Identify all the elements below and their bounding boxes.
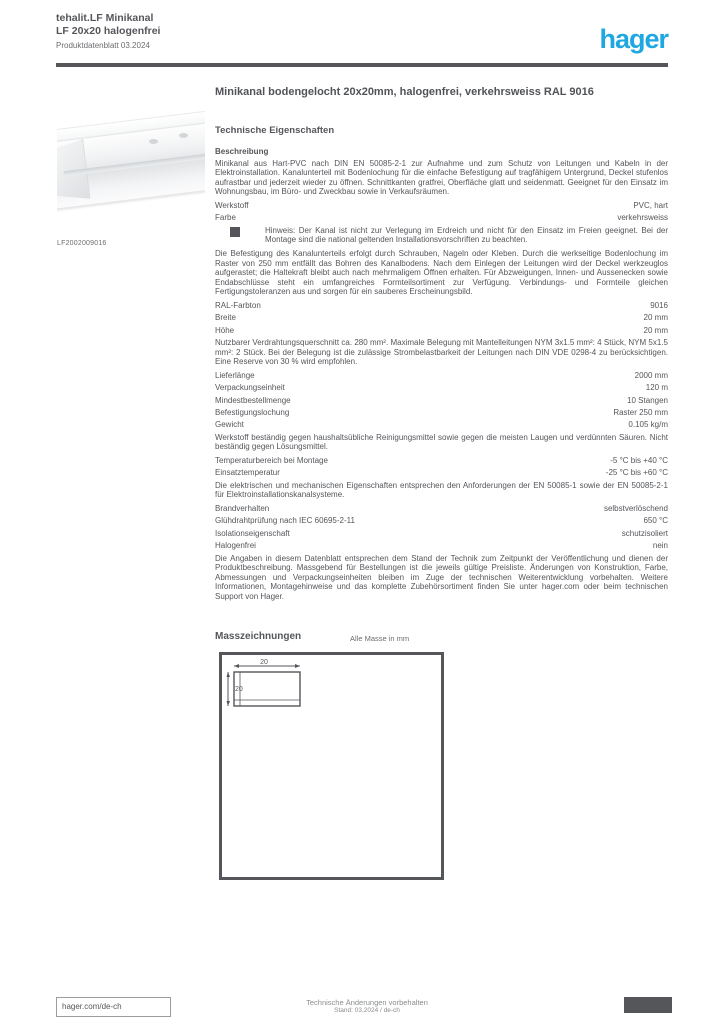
section-heading-technical: Technische Eigenschaften [215,125,335,136]
row-value: Raster 250 mm [613,408,668,418]
header-doc-type: Produktdatenblatt 03.2024 [56,41,150,50]
dimension-drawing-frame: 20 20 [219,652,444,880]
row-label: Einsatztemperatur [215,468,280,478]
row-value: schutzisoliert [621,528,668,538]
header-product-ref: LF 20x20 halogenfrei [56,25,161,37]
footer-note-line1: Technische Änderungen vorbehalten [306,998,428,1007]
row-value: 10 Stangen [627,395,668,405]
dim-height-label: 20 [235,686,243,693]
table-row: Verpackungseinheit 120 m [215,383,668,393]
row-value: 120 m [645,383,668,393]
bullet-text: Hinweis: Der Kanal ist nicht zur Verlegu… [265,225,668,245]
header-text-block: tehalit.LF Minikanal LF 20x20 halogenfre… [56,12,226,50]
table-row: Höhe 20 mm [215,326,668,336]
table-row: Einsatztemperatur -25 °C bis +60 °C [215,468,668,478]
table-paragraph: Die Angaben in diesem Datenblatt entspre… [215,553,668,601]
table-row: Breite 20 mm [215,313,668,323]
footer-website-link[interactable]: hager.com/de-ch [56,997,171,1017]
table-paragraph: Die elektrischen und mechanischen Eigens… [215,480,668,500]
table-paragraph: Werkstoff beständig gegen haushaltsüblic… [215,432,668,452]
table-row: RAL-Farbton 9016 [215,301,668,311]
mounting-hole-icon [179,133,188,138]
table-sub-heading: Beschreibung [215,147,269,156]
table-bullet-row: Hinweis: Der Kanal ist nicht zur Verlegu… [215,226,668,245]
table-row: Gewicht 0.105 kg/m [215,420,668,430]
table-paragraph: Nutzbarer Verdrahtungsquerschnitt ca. 28… [215,338,668,367]
drawing-note: Alle Masse in mm [350,634,410,643]
row-value: -25 °C bis +60 °C [605,468,668,478]
page-title: Minikanal bodengelocht 20x20mm, halogenf… [215,86,594,98]
row-value: 0.105 kg/m [628,420,668,430]
header-product-line: tehalit.LF Minikanal [56,12,154,24]
row-label: Lieferlänge [215,370,255,380]
product-reference: LF2002009016 [57,240,107,247]
mounting-hole-icon [149,139,158,144]
row-value: verkehrsweiss [617,213,668,223]
table-row: Halogenfrei nein [215,541,668,551]
table-row: Isolationseigenschaft schutzisoliert [215,529,668,539]
table-row: Farbe verkehrsweiss [215,213,668,223]
row-label: Befestigungslochung [215,408,290,418]
footer-notes: Technische Änderungen vorbehalten Stand:… [222,998,512,1015]
row-label: RAL-Farbton [215,300,261,310]
section-heading-drawing: Masszeichnungen [215,631,302,642]
row-label: Temperaturbereich bei Montage [215,456,328,465]
row-value: selbstverlöschend [603,503,668,513]
dimension-sketch: 20 20 [226,659,301,707]
row-label: Breite [215,313,236,323]
header-rule [56,63,668,67]
row-label: Glühdrahtprüfung nach IEC 60695-2-11 [215,516,355,526]
table-row: Lieferlänge 2000 mm [215,371,668,381]
table-row: Temperaturbereich bei Montage -5 °C bis +… [215,456,668,466]
row-label: Werkstoff [215,200,249,210]
product-photo [57,97,205,235]
footer-note-line2: Stand: 03.2024 / de-ch [334,1007,400,1014]
table-paragraph: Minikanal aus Hart-PVC nach DIN EN 50085… [215,158,668,197]
row-label: Mindestbestellmenge [215,395,291,405]
row-value: 650 °C [643,516,668,526]
hager-logo: hager [599,24,669,54]
dim-width-label: 20 [260,659,268,666]
table-row: Brandverhalten selbstverlöschend [215,504,668,514]
row-value: 20 mm [643,313,668,323]
row-label: Gewicht [215,420,244,430]
row-value: -5 °C bis +40 °C [610,456,668,465]
table-paragraph: Die Befestigung des Kanalunterteils erfo… [215,248,668,297]
table-row: Mindestbestellmenge 10 Stangen [215,396,668,406]
table-row: Befestigungslochung Raster 250 mm [215,408,668,418]
row-value: 2000 mm [634,370,668,380]
square-bullet-icon [230,226,240,237]
row-label: Farbe [215,213,236,223]
table-row: Werkstoff PVC, hart [215,201,668,211]
row-label: Halogenfrei [215,541,256,551]
table-row: Glühdrahtprüfung nach IEC 60695-2-11 650 … [215,516,668,526]
row-label: Brandverhalten [215,503,270,513]
row-value: 9016 [650,300,668,310]
row-value: 20 mm [643,325,668,335]
row-value: PVC, hart [633,200,668,210]
row-label: Verpackungseinheit [215,383,285,393]
row-label: Höhe [215,325,235,335]
row-value: nein [652,541,668,551]
row-label: Isolationseigenschaft [215,528,290,538]
footer-page-badge [624,997,672,1013]
